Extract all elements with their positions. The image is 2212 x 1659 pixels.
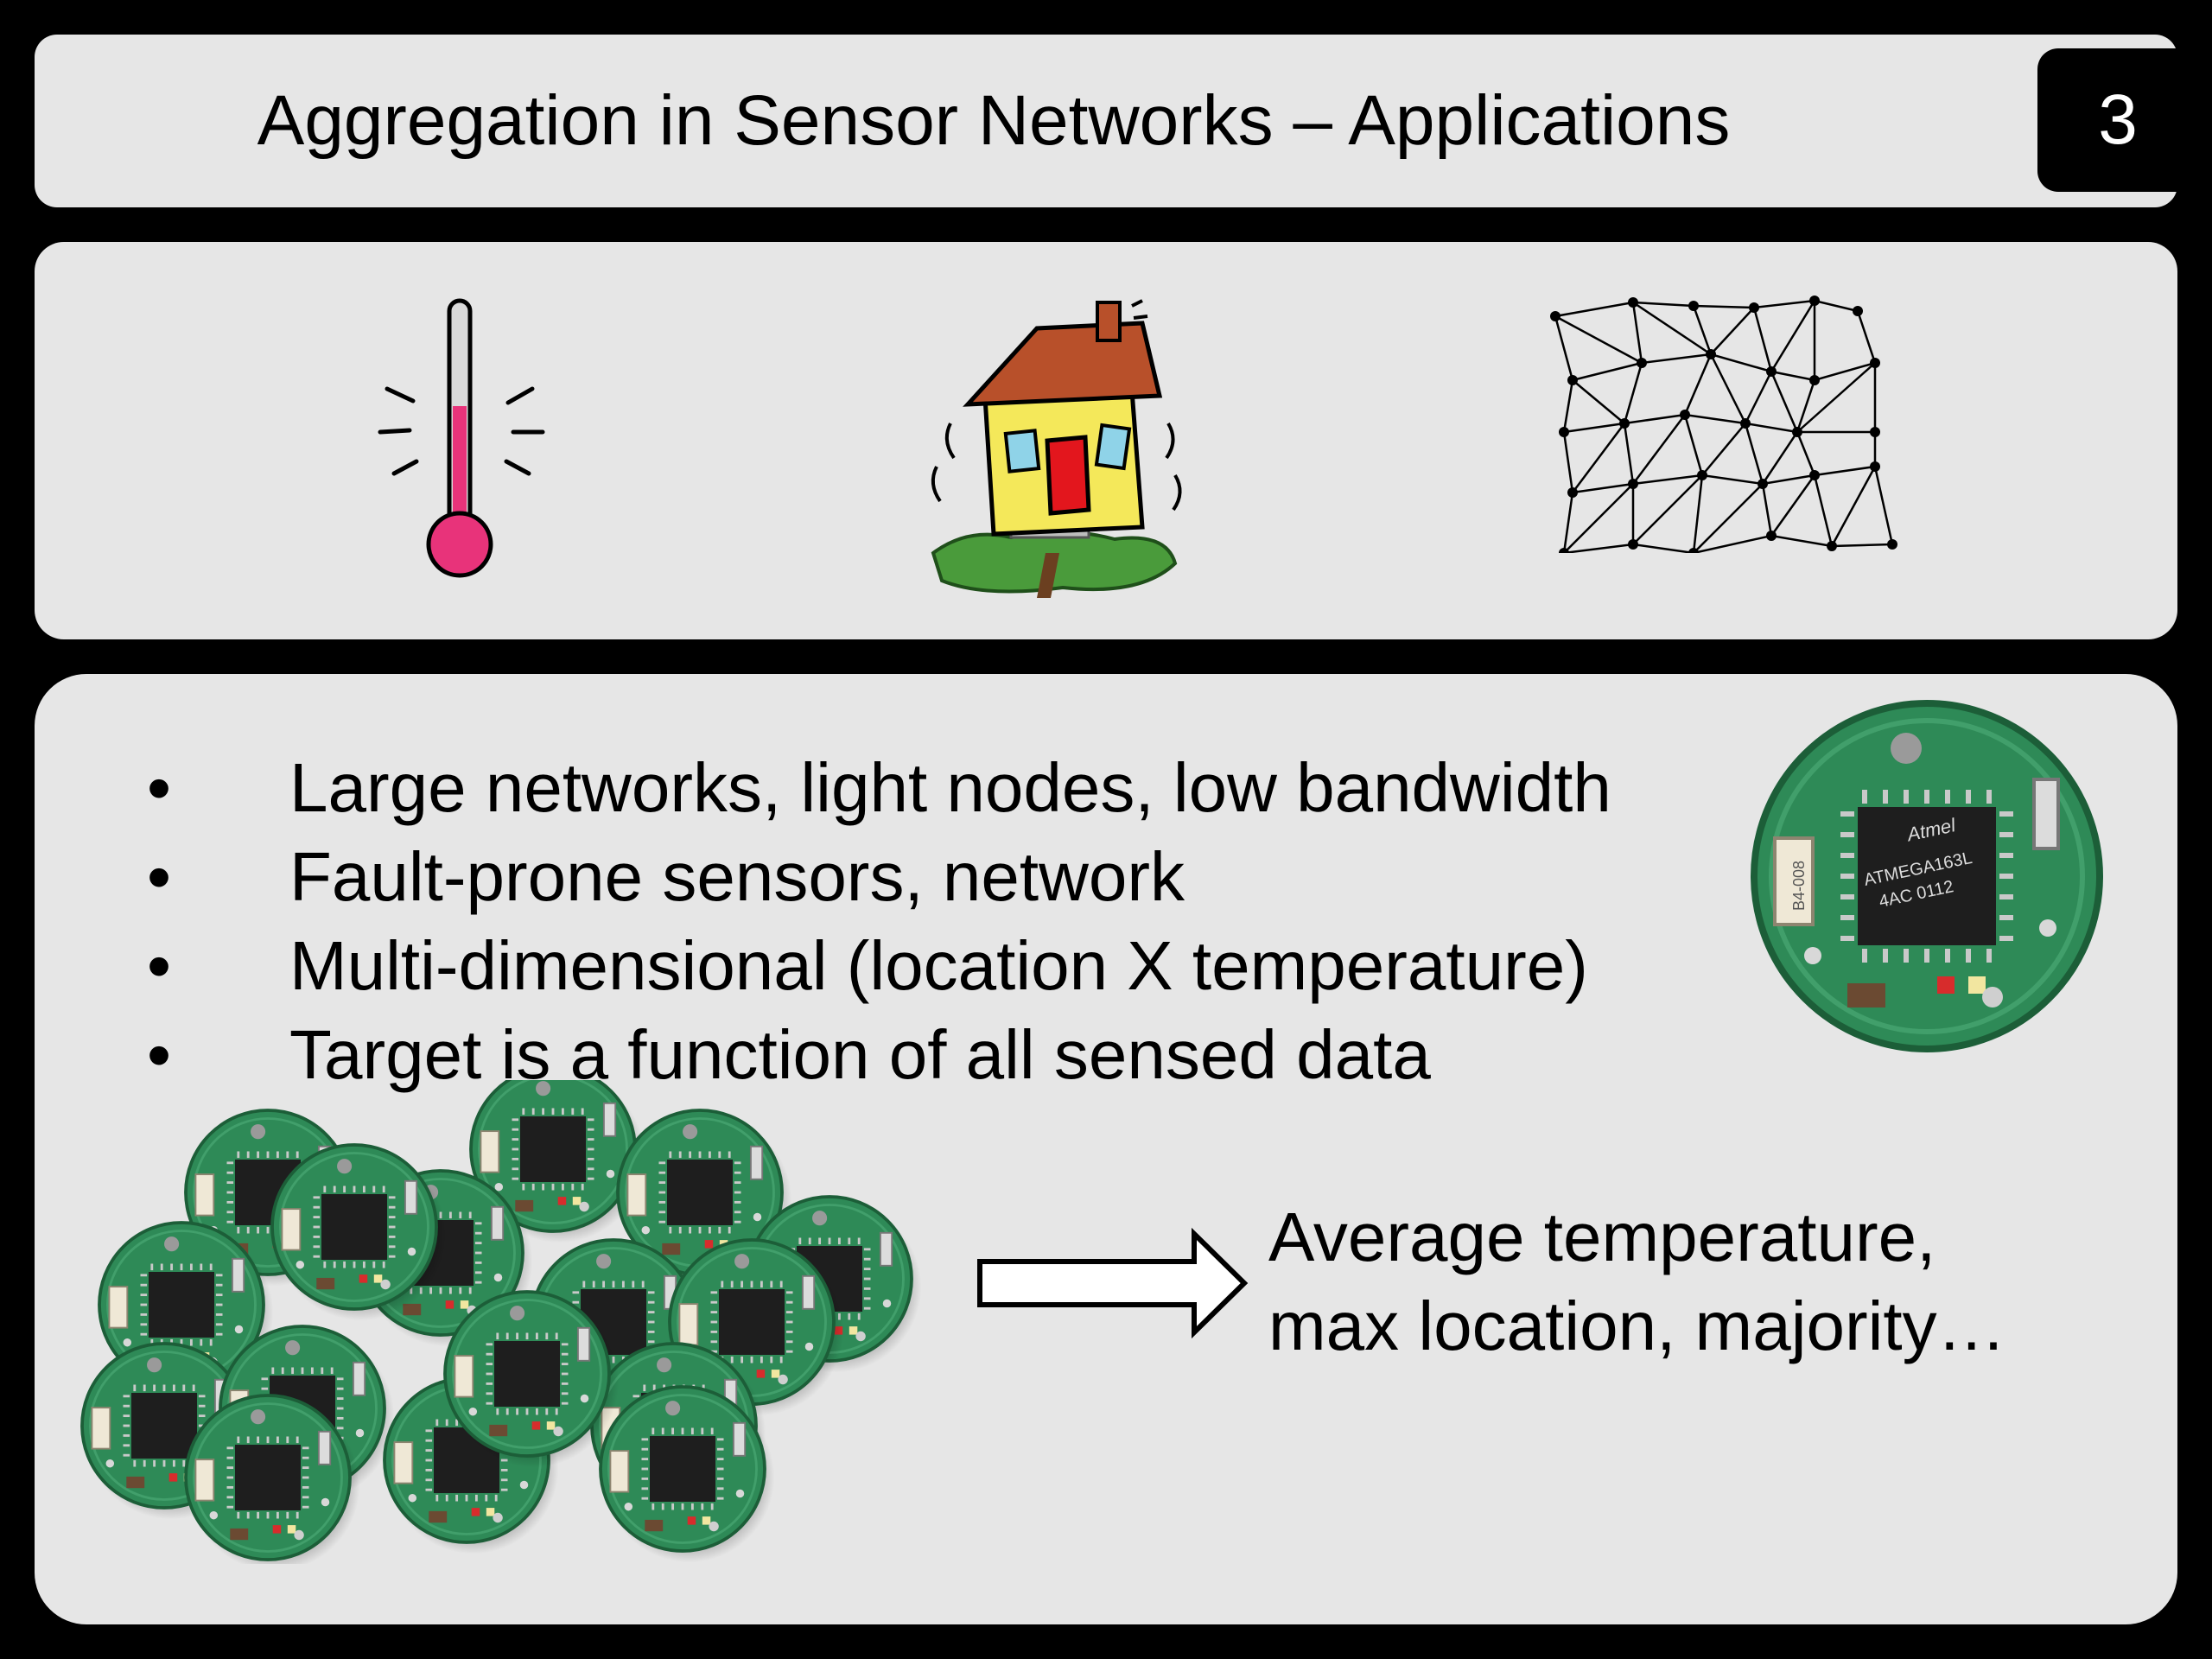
bullet-text: Large networks, light nodes, low bandwid…: [289, 749, 1611, 826]
sensor-board-pile-image: [80, 1080, 922, 1564]
page-number-badge: 3: [2037, 48, 2198, 192]
bullet-text: Multi-dimensional (location X temperatur…: [289, 927, 1588, 1004]
bullet-text: Fault-prone sensors, network: [289, 838, 1185, 915]
bullet-marker: •: [147, 838, 172, 915]
main-panel: • Large networks, light nodes, low bandwi…: [35, 674, 2177, 1624]
bullet-marker: •: [147, 1016, 172, 1093]
icons-panel: [35, 242, 2177, 639]
thermometer-icon: [378, 298, 545, 578]
connector-label-text: B4-008: [1790, 861, 1808, 911]
bullet-list: • Large networks, light nodes, low bandwi…: [147, 743, 1611, 1099]
bullet-item: • Target is a function of all sensed data: [147, 1010, 1611, 1099]
right-arrow-icon: [977, 1227, 1249, 1339]
result-line-2: max location, majority…: [1268, 1287, 2006, 1364]
bullet-text: Target is a function of all sensed data: [289, 1016, 1431, 1093]
bullet-item: • Fault-prone sensors, network: [147, 832, 1611, 921]
bullet-item: • Multi-dimensional (location X temperatu…: [147, 921, 1611, 1010]
bullet-marker: •: [147, 927, 172, 1004]
result-line-1: Average temperature,: [1268, 1198, 1936, 1275]
bullet-marker: •: [147, 749, 172, 826]
sensor-mesh-network-icon: [1550, 296, 1897, 553]
bullet-item: • Large networks, light nodes, low bandwi…: [147, 743, 1611, 832]
sensor-board-image: Atmel ATMEGA163L 4AC 0112 B4-008: [1737, 700, 2117, 1054]
slide-title: Aggregation in Sensor Networks – Applica…: [257, 81, 1731, 160]
title-bar: Aggregation in Sensor Networks – Applica…: [35, 35, 2198, 207]
aggregation-result-text: Average temperature, max location, major…: [1268, 1192, 2006, 1370]
shaking-house-icon: [931, 299, 1182, 598]
